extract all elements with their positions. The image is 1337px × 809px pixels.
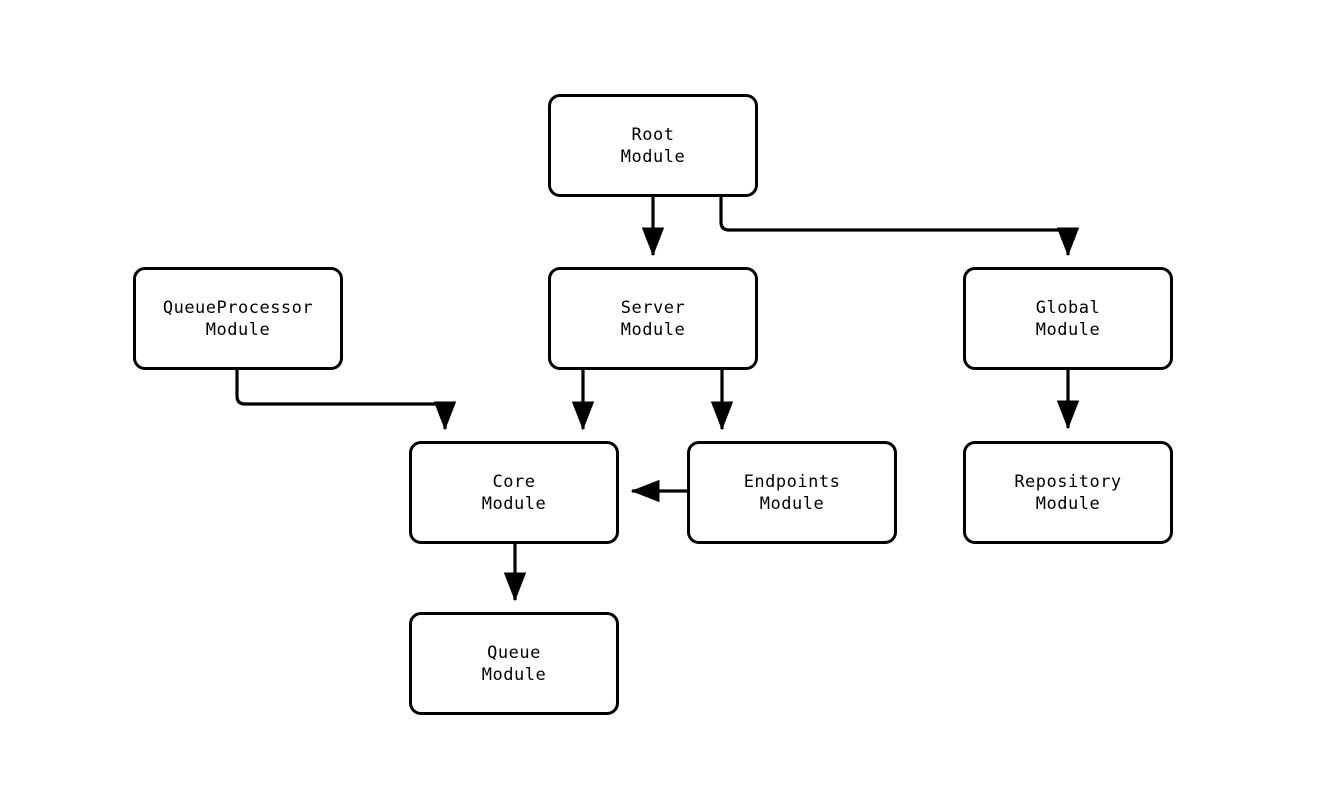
node-root-module-line1: Root (631, 124, 675, 145)
node-queue-module-line1: Queue (487, 642, 541, 663)
node-global-module-line1: Global (1035, 297, 1101, 318)
node-global-module-line2: Module (1035, 319, 1101, 340)
node-queueprocessor-module-line1: QueueProcessor (162, 297, 314, 318)
node-endpoints-module-line2: Module (759, 493, 825, 514)
node-server-module[interactable]: Server Module (548, 267, 758, 370)
node-core-module-line2: Module (481, 493, 547, 514)
node-endpoints-module-line1: Endpoints (743, 471, 841, 492)
node-repository-module-line1: Repository (1014, 471, 1122, 492)
node-endpoints-module[interactable]: Endpoints Module (687, 441, 897, 544)
node-root-module[interactable]: Root Module (548, 94, 758, 197)
node-queue-module-line2: Module (481, 664, 547, 685)
node-queue-module[interactable]: Queue Module (409, 612, 619, 715)
node-queueprocessor-module-line2: Module (205, 319, 271, 340)
node-core-module[interactable]: Core Module (409, 441, 619, 544)
node-server-module-line2: Module (620, 319, 686, 340)
node-repository-module-line2: Module (1035, 493, 1101, 514)
node-repository-module[interactable]: Repository Module (963, 441, 1173, 544)
node-server-module-line1: Server (620, 297, 686, 318)
edge-queueprocessor-to-core (235, 370, 457, 431)
edge-root-to-global (719, 197, 1080, 257)
node-root-module-line2: Module (620, 146, 686, 167)
node-global-module[interactable]: Global Module (963, 267, 1173, 370)
node-core-module-line1: Core (492, 471, 536, 492)
node-queueprocessor-module[interactable]: QueueProcessor Module (133, 267, 343, 370)
